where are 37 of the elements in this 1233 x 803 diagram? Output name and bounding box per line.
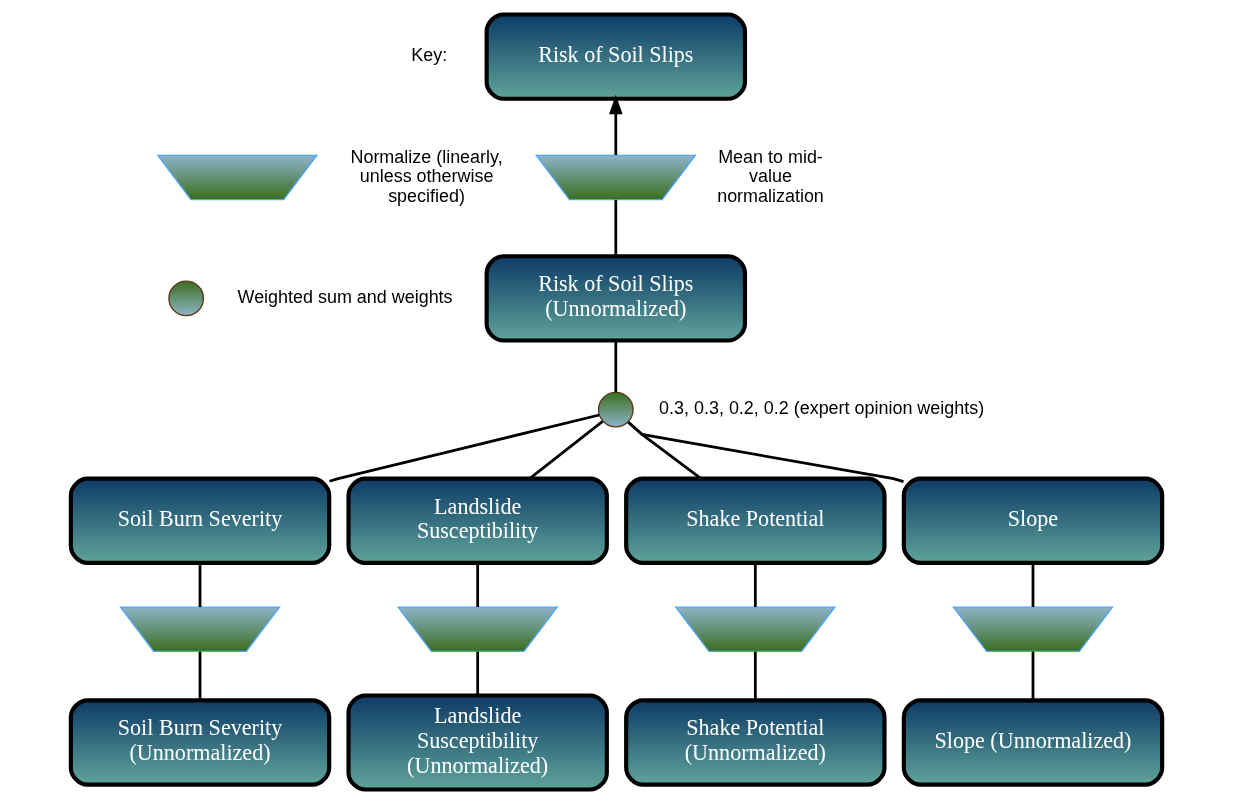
connector bbox=[614, 199, 618, 256]
node-label: Mean to mid-value normalization bbox=[717, 146, 824, 206]
node-box: Risk of Soil Slips (Unnormalized) bbox=[484, 253, 748, 343]
node-box: Shake Potential (Unnormalized) bbox=[624, 697, 887, 787]
node-box: Shake Potential bbox=[624, 476, 887, 565]
legend-label: Weighted sum and weights bbox=[237, 286, 453, 307]
connector bbox=[529, 419, 604, 479]
node-trapezoid bbox=[674, 605, 837, 652]
node-circle bbox=[597, 391, 634, 428]
legend-label: Normalize (linearly, unless otherwise specified) bbox=[350, 146, 503, 206]
connector bbox=[476, 651, 480, 696]
arrow bbox=[609, 94, 623, 155]
node-box: Landslide Susceptibility (Unnormalized) bbox=[346, 692, 609, 792]
node-box: Soil Burn Severity (Unnormalized) bbox=[68, 697, 332, 787]
node-circle bbox=[168, 279, 205, 316]
node-trapezoid bbox=[535, 154, 697, 200]
node-box: Slope bbox=[901, 476, 1165, 565]
connector bbox=[198, 562, 202, 607]
connector bbox=[753, 651, 757, 700]
node-box: Risk of Soil Slips bbox=[484, 11, 748, 101]
node-trapezoid bbox=[952, 605, 1114, 652]
connector bbox=[1031, 562, 1035, 607]
connector bbox=[1031, 651, 1035, 700]
connector bbox=[476, 562, 480, 607]
connector bbox=[329, 413, 600, 483]
node-box: Landslide Susceptibility bbox=[346, 476, 609, 565]
node-box: Slope (Unnormalized) bbox=[901, 697, 1165, 787]
connector bbox=[198, 651, 202, 700]
node-box: Soil Burn Severity bbox=[68, 476, 332, 565]
node-label: 0.3, 0.3, 0.2, 0.2 (expert opinion weights) bbox=[659, 397, 985, 418]
label: Key: bbox=[411, 44, 448, 65]
node-trapezoid bbox=[119, 605, 281, 652]
connector bbox=[614, 340, 618, 392]
node-trapezoid bbox=[396, 605, 559, 652]
connector bbox=[627, 420, 904, 483]
node-trapezoid bbox=[156, 154, 319, 200]
connector bbox=[753, 562, 757, 607]
